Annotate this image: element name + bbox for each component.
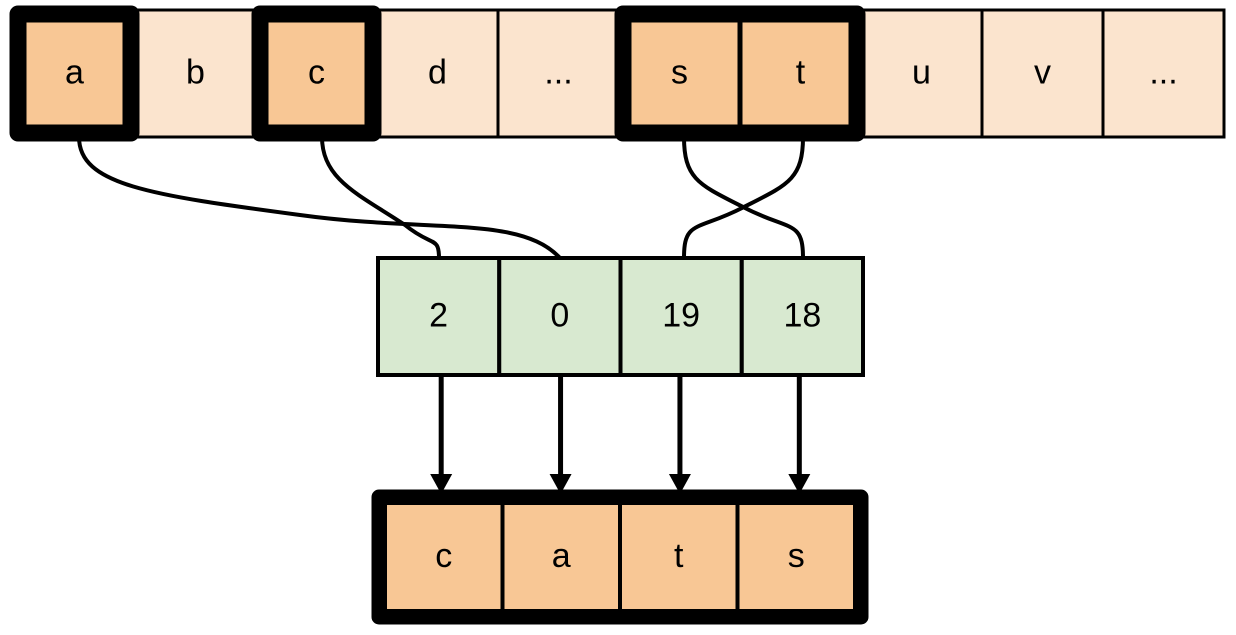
alphabet-cell-label: t (796, 53, 806, 91)
alphabet-cell-highlight-outline (614, 5, 866, 142)
alphabet-cell (1101, 8, 1226, 139)
connector-t-to-19 (682, 136, 805, 259)
alphabet-cell-highlight-outline (251, 5, 382, 142)
alphabet-cell (496, 8, 621, 139)
result-cell (618, 501, 740, 613)
result-cell-label: a (552, 537, 571, 575)
index-cell-label: 18 (783, 296, 821, 334)
alphabet-cell-label: u (912, 53, 931, 91)
index-cell-label: 2 (429, 296, 448, 334)
alphabet-cell-highlight-outline (9, 5, 140, 142)
alphabet-cell (980, 8, 1105, 139)
connector-s-to-18 (682, 136, 805, 259)
alphabet-cell (133, 8, 258, 139)
result-cell (500, 501, 622, 613)
index-to-result-arrows (430, 375, 811, 494)
index-cell-label: 0 (550, 296, 569, 334)
index-to-result-arrow-head (430, 474, 453, 494)
result-cell-label: s (788, 537, 805, 575)
alphabet-row: a b c d... s t u v... (9, 5, 1226, 142)
index-cell (618, 256, 744, 377)
alphabet-cell-label: b (186, 53, 205, 91)
alphabet-cell-label: d (428, 53, 447, 91)
alphabet-cell-label: v (1034, 53, 1051, 91)
result-row-outline (371, 489, 869, 625)
result-cell-label: c (435, 537, 452, 575)
result-cell-label: t (674, 537, 684, 575)
index-to-result-arrow-head (788, 474, 811, 494)
letter-to-index-connectors (77, 136, 805, 260)
index-cell-label: 19 (662, 296, 700, 334)
alphabet-cell-label: c (308, 53, 325, 91)
index-to-result-arrow-head (549, 474, 572, 494)
alphabet-cell-label: s (671, 53, 688, 91)
index-to-result-arrow-head (668, 474, 691, 494)
alphabet-cell-label: a (65, 53, 84, 91)
alphabet-cell-label: ... (1149, 53, 1177, 91)
connector-c-to-2 (320, 136, 441, 259)
index-cell (739, 256, 865, 377)
alphabet-cell-label: ... (544, 53, 572, 91)
index-cell (376, 256, 502, 377)
connector-a-to-0 (77, 136, 562, 260)
